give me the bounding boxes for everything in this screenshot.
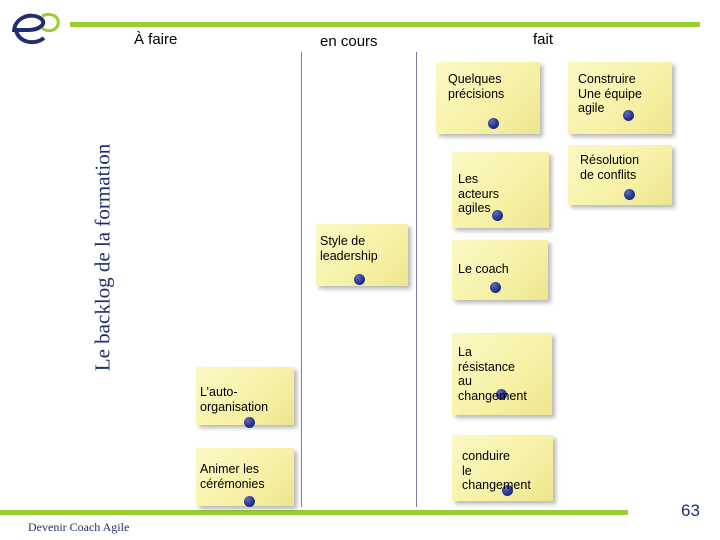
push-pin-icon <box>488 118 499 129</box>
push-pin-icon <box>624 189 635 200</box>
bottom-accent-rule <box>0 510 628 515</box>
sticky-note[interactable]: L’auto- organisation <box>196 367 294 428</box>
column-divider-2 <box>416 52 417 507</box>
sticky-note-label: Animer les cérémonies <box>200 462 265 491</box>
brand-logo-icon <box>8 6 64 50</box>
sticky-note-label: Construire Une équipe agile <box>578 72 642 115</box>
sticky-note[interactable]: La résistance au changement <box>452 333 552 415</box>
sticky-note-label: La résistance au changement <box>458 345 527 403</box>
push-pin-icon <box>492 210 503 221</box>
push-pin-icon <box>496 389 507 400</box>
sticky-note[interactable]: Le coach <box>452 240 548 300</box>
sticky-note-label: Les acteurs agiles <box>458 172 499 215</box>
sticky-note[interactable]: Construire Une équipe agile <box>568 62 672 134</box>
sticky-note[interactable]: Style de leadership <box>316 224 408 286</box>
column-header-todo: À faire <box>134 31 178 48</box>
push-pin-icon <box>244 496 255 507</box>
push-pin-icon <box>354 274 365 285</box>
sticky-note-label: L’auto- organisation <box>200 385 269 414</box>
page-title: Le backlog de la formation <box>90 143 115 372</box>
footer-label: Devenir Coach Agile <box>28 520 130 534</box>
push-pin-icon <box>490 282 501 293</box>
sticky-note-label: conduire le changement <box>462 449 531 492</box>
sticky-note[interactable]: Les acteurs agiles <box>452 152 549 228</box>
sticky-note-label: Quelques précisions <box>448 72 505 101</box>
column-divider-1 <box>301 52 302 507</box>
sticky-note[interactable]: Résolution de conflits <box>568 145 672 205</box>
push-pin-icon <box>502 485 513 496</box>
top-accent-rule <box>70 22 700 27</box>
column-header-done: fait <box>533 31 554 48</box>
sticky-note-label: Le coach <box>458 262 509 276</box>
sticky-note[interactable]: Animer les cérémonies <box>196 448 294 507</box>
push-pin-icon <box>623 110 634 121</box>
sticky-note-label: Résolution de conflits <box>580 153 640 182</box>
sticky-note[interactable]: Quelques précisions <box>436 62 540 134</box>
sticky-note-label: Style de leadership <box>320 234 378 263</box>
page-number: 63 <box>681 501 700 520</box>
sticky-note[interactable]: conduire le changement <box>452 435 553 501</box>
column-header-doing: en cours <box>320 33 378 50</box>
push-pin-icon <box>244 417 255 428</box>
